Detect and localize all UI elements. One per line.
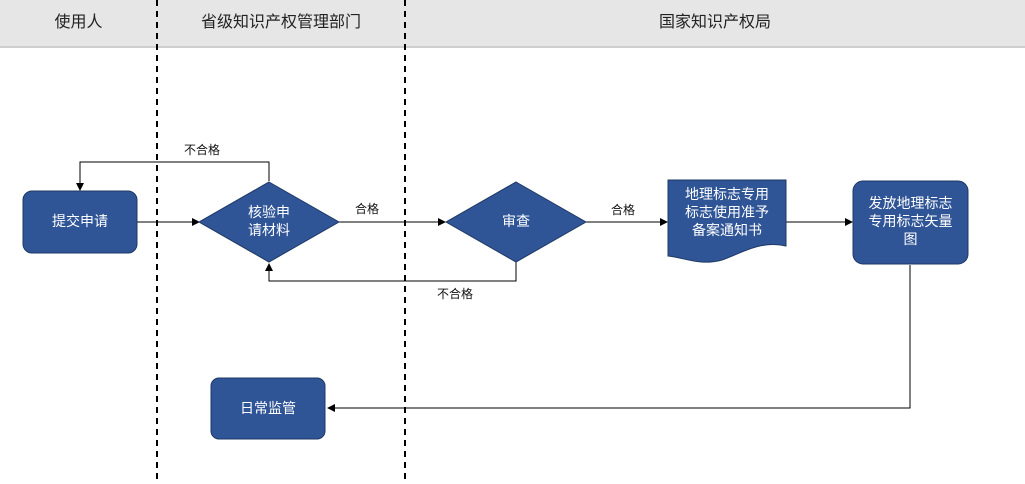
- verify-text-line1: 核验申: [248, 205, 290, 221]
- edge-label-review-pass: 合格: [611, 203, 636, 217]
- notice-text-line3: 备案通知书: [692, 223, 762, 239]
- node-supervise-label: 日常监管: [211, 378, 325, 439]
- review-text: 审查: [502, 214, 530, 230]
- issue-text-line2: 专用标志矢量: [868, 214, 953, 230]
- lane-title-national: 国家知识产权局: [658, 12, 771, 31]
- notice-text-line2: 标志使用准予: [685, 205, 769, 221]
- supervise-text: 日常监管: [240, 400, 296, 417]
- node-review-label: 审查: [466, 202, 566, 242]
- node-review: [444, 181, 588, 263]
- node-submit-label: 提交申请: [23, 191, 137, 253]
- node-daily-supervision: [210, 377, 326, 440]
- lane-title-provincial: 省级知识产权管理部门: [200, 12, 361, 31]
- node-issue-label: 发放地理标志 专用标志矢量 图: [853, 193, 968, 251]
- edge-label-verify-fail: 不合格: [184, 143, 221, 157]
- issue-text-line1: 发放地理标志: [868, 196, 953, 212]
- issue-text-line3: 图: [903, 232, 918, 248]
- verify-text-line2: 请材料: [248, 223, 290, 239]
- submit-text: 提交申请: [52, 214, 108, 230]
- edge-label-review-fail: 不合格: [437, 287, 474, 301]
- swimlane-header: [0, 0, 1025, 48]
- notice-text-line1: 地理标志专用: [685, 187, 769, 203]
- node-issue-vector-graphic: [852, 180, 969, 265]
- node-notice-label: 地理标志专用 标志使用准予 备案通知书: [668, 185, 786, 241]
- edge-verify-fail-to-submit: [76, 161, 270, 191]
- node-notice-document: [667, 179, 787, 263]
- node-verify-materials: [197, 181, 341, 263]
- node-submit-application: [22, 190, 138, 254]
- node-verify-label: 核验申 请材料: [219, 202, 319, 242]
- edge-label-verify-pass: 合格: [355, 202, 380, 216]
- edge-issue-to-supervise: [327, 265, 911, 412]
- lane-title-user: 使用人: [54, 12, 103, 31]
- edge-review-fail-to-verify: [265, 262, 517, 282]
